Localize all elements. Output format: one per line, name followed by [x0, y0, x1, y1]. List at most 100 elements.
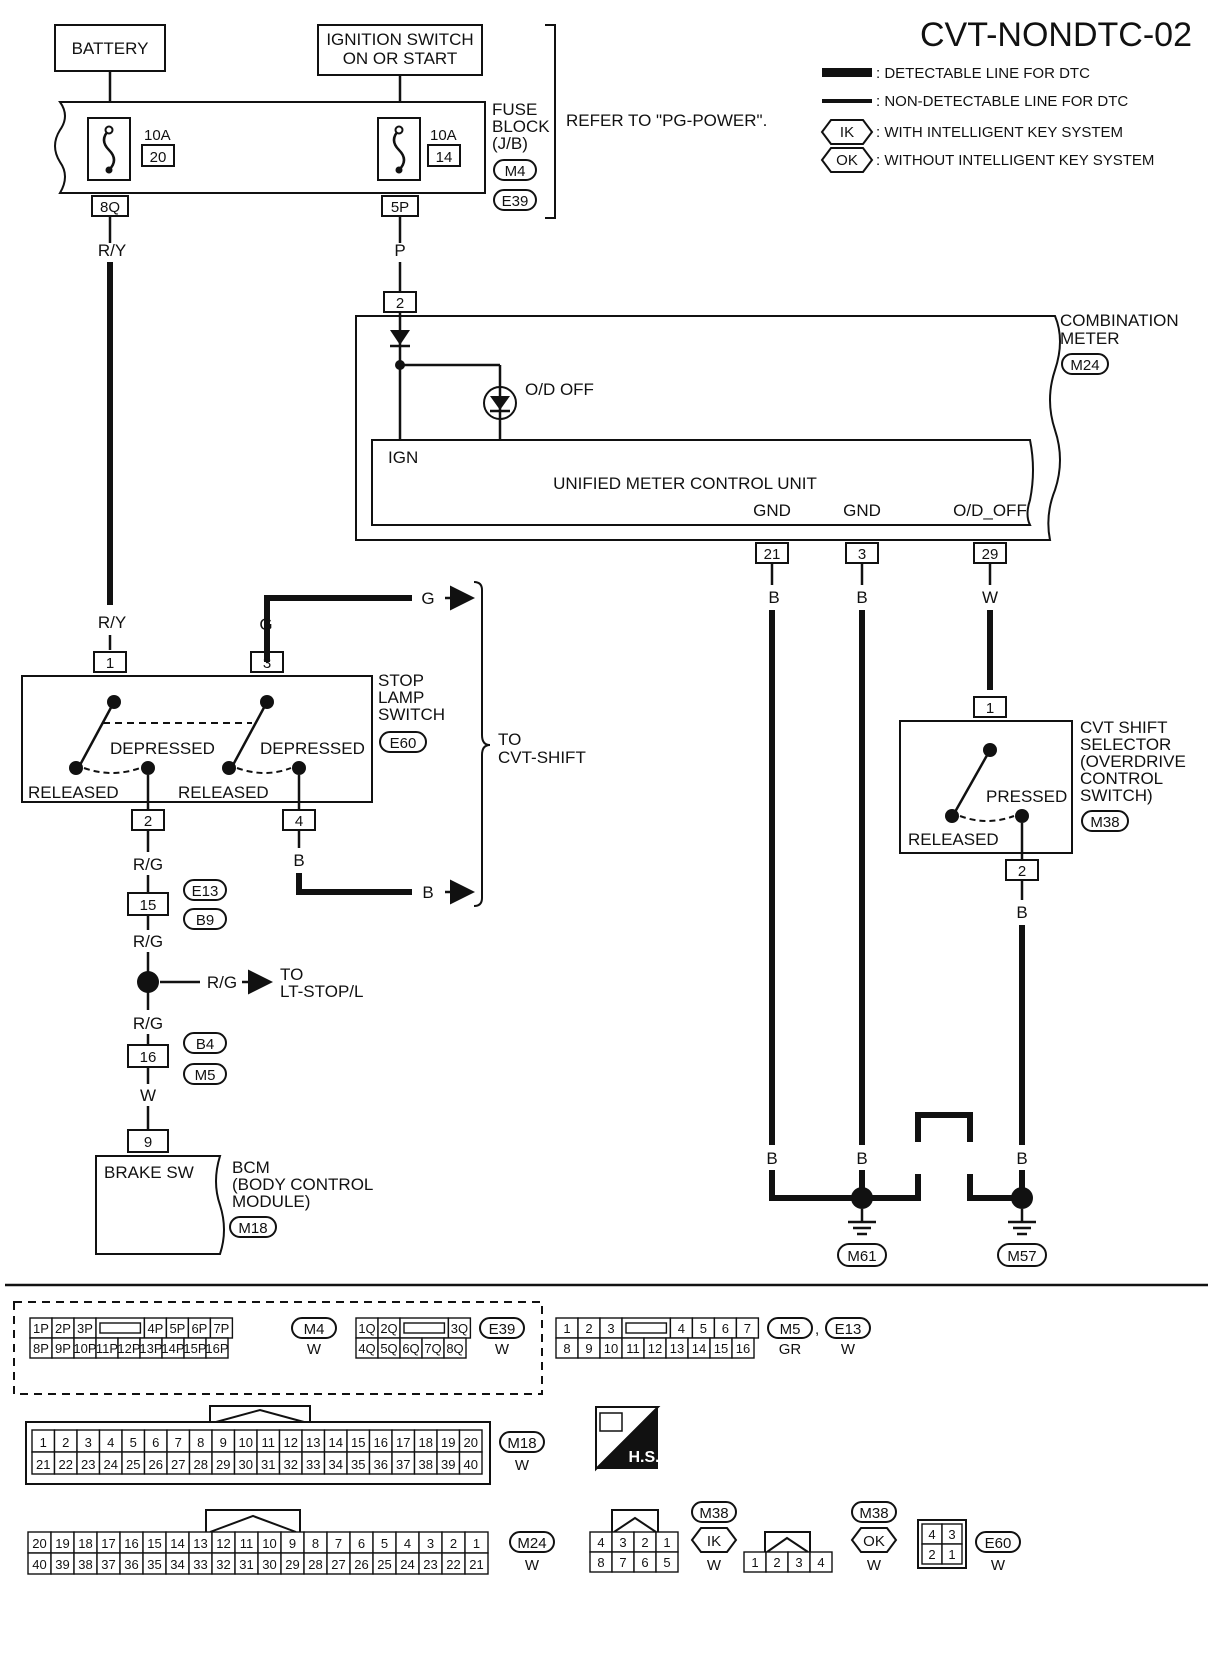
m18-cell-label: 19 [441, 1435, 455, 1450]
m24-cell-label: 30 [262, 1557, 276, 1572]
splice-point [137, 971, 159, 993]
m24-cell-label: 16 [124, 1536, 138, 1551]
cvt-released: RELEASED [908, 830, 999, 849]
m24-cell-label: 10 [262, 1536, 276, 1551]
m24-cell-label: 22 [446, 1557, 460, 1572]
e39-cell [443, 1337, 467, 1359]
m24-cell-label: 20 [32, 1536, 46, 1551]
e39-cell-label: 5Q [380, 1341, 397, 1356]
m18-cell-label: 7 [175, 1435, 182, 1450]
m5-cell-label: 7 [744, 1321, 751, 1336]
ground-jumper-wire [862, 1112, 1022, 1201]
m18-cell-label: 26 [149, 1457, 163, 1472]
e60-cell-label: 3 [948, 1527, 955, 1542]
e60-cell-label: 4 [928, 1527, 935, 1542]
m4-cell-label: 13P [139, 1341, 162, 1356]
ground-m57: M57 [1007, 1248, 1036, 1265]
m18-cell-label: 30 [239, 1457, 253, 1472]
legend-ik: : WITH INTELLIGENT KEY SYSTEM [876, 124, 1123, 141]
m38-ok-cell [809, 1551, 833, 1573]
fuse-20-number: 20 [150, 149, 167, 166]
m24-cell-label: 32 [216, 1557, 230, 1572]
m24-cell-label: 40 [32, 1557, 46, 1572]
m24-cell-label: 29 [285, 1557, 299, 1572]
m4-tag-label: M4 [304, 1321, 325, 1338]
wire-g [264, 595, 412, 662]
terminal-5p-label: 5P [391, 199, 409, 216]
to-lt-stop-1: TO [280, 965, 303, 984]
m38-ok-latch [764, 1531, 811, 1552]
cvt-label-3: (OVERDRIVE [1080, 752, 1186, 771]
m5-tag-label: M5 [780, 1321, 801, 1338]
e39-cell-label: 2Q [380, 1321, 397, 1336]
fuse-block-label-2: BLOCK [492, 117, 550, 136]
m24-cell-label: 35 [147, 1557, 161, 1572]
e13-tag-label: E13 [835, 1321, 862, 1338]
unified-meter-control-unit [371, 439, 1034, 526]
m4-cell-label: 8P [33, 1341, 49, 1356]
wire-w-label-bcm: W [140, 1086, 156, 1105]
to-cvt-shift-bracket [473, 581, 491, 907]
detectable-line-sample [822, 68, 872, 77]
meter-conn-m24: M24 [1070, 357, 1099, 374]
ignition-label-2: ON OR START [343, 49, 458, 68]
m18-cell-label: 28 [194, 1457, 208, 1472]
m18-cell-label: 39 [441, 1457, 455, 1472]
m18-housing [25, 1421, 491, 1485]
m18-cell-label: 29 [216, 1457, 230, 1472]
e39-cell-label: 8Q [446, 1341, 463, 1356]
m5-e13-separator: , [815, 1321, 819, 1338]
stop-label-1: STOP [378, 671, 424, 690]
m5-cell-label: 9 [585, 1341, 592, 1356]
m5-cell-label: 14 [692, 1341, 706, 1356]
ignition-label-1: IGNITION SWITCH [326, 30, 473, 49]
e39-color: W [495, 1341, 510, 1358]
m38-ik-sub-tag [690, 1527, 738, 1553]
cvt-label-2: SELECTOR [1080, 735, 1171, 754]
stop-released-1: RELEASED [28, 783, 119, 802]
m38-ik-tag [691, 1501, 737, 1523]
od-off-indicator-lamp [483, 386, 517, 420]
gnd-b-label-5: B [1016, 1149, 1027, 1168]
diagram-title: CVT-NONDTC-02 [920, 16, 1192, 54]
m38-ik-cell-label: 2 [641, 1535, 648, 1550]
m5-tag [767, 1317, 813, 1339]
bcm-box [95, 1155, 225, 1255]
m18-cell-label: 5 [130, 1435, 137, 1450]
e39-tag-label: E39 [489, 1321, 516, 1338]
cvt-label-4: CONTROL [1080, 769, 1163, 788]
m24-cell-label: 25 [377, 1557, 391, 1572]
e39-cell-label: 3Q [451, 1321, 468, 1336]
m5-cell-label: 2 [585, 1321, 592, 1336]
m38-ik-cell-label: 8 [597, 1555, 604, 1570]
m18-cell-label: 1 [40, 1435, 47, 1450]
m18-cell-label: 27 [171, 1457, 185, 1472]
e39-cell-label: 4Q [358, 1341, 375, 1356]
wire-g-label-to: G [421, 589, 434, 608]
stop-conn-e60: E60 [390, 735, 417, 752]
m24-cell-label: 21 [469, 1557, 483, 1572]
wire-rg-label-3: R/G [133, 1014, 163, 1033]
stop-lamp-circuit-lower: R/G 15 E13 B9 R/G R/G TO LT-STOP/L R/G 1… [95, 830, 373, 1255]
m18-cell-label: 8 [197, 1435, 204, 1450]
m18-cell-label: 13 [306, 1435, 320, 1450]
dashed-connector-group [13, 1301, 543, 1395]
fuse-20-amp: 10A [144, 127, 171, 144]
m18-cell-label: 37 [396, 1457, 410, 1472]
m24-cell-label: 7 [335, 1536, 342, 1551]
m38-ik-color: W [707, 1557, 722, 1574]
m18-cell-label: 24 [104, 1457, 118, 1472]
m18-cell-label: 22 [59, 1457, 73, 1472]
m4-cell-label: 6P [191, 1321, 207, 1336]
wire-rg-label-1: R/G [133, 855, 163, 874]
ground-m61: M61 [847, 1248, 876, 1265]
wire-g-label: G [259, 615, 272, 634]
od-off-lamp-label: O/D OFF [525, 380, 594, 399]
m38-ik-cell-label: 7 [619, 1555, 626, 1570]
m18-cell-label: 10 [239, 1435, 253, 1450]
m38-ok-cell-label: 1 [751, 1555, 758, 1570]
m24-cell-label: 17 [101, 1536, 115, 1551]
legend-non-detectable: : NON-DETECTABLE LINE FOR DTC [876, 93, 1128, 110]
ground-point-m57 [1011, 1187, 1033, 1209]
fuse-block-conn-e39: E39 [502, 193, 529, 210]
